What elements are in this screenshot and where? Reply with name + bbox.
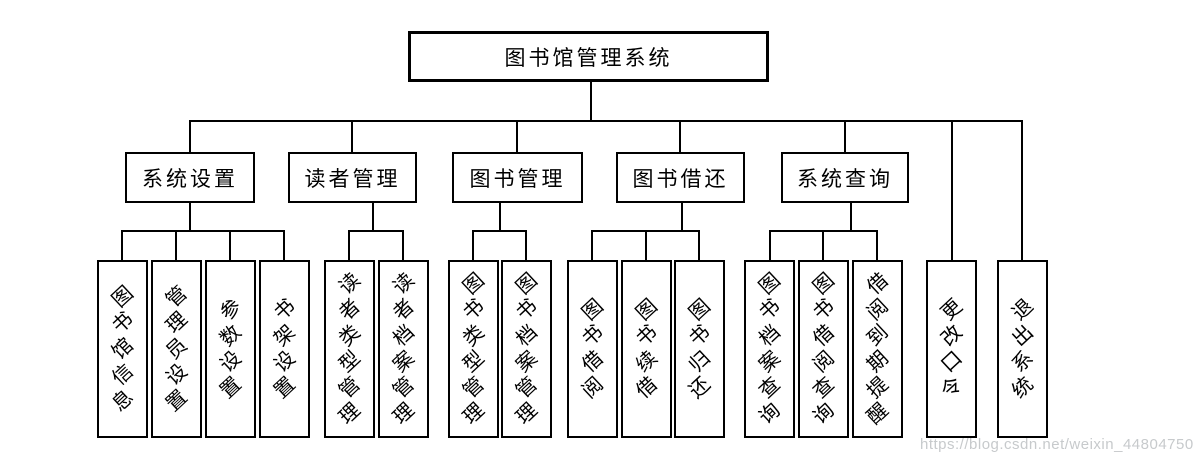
node-change-password: 更改口令 [926,260,977,438]
node-book-renew: 图书续借 [621,260,672,438]
standalone-column-line [951,120,953,261]
node-root-title: 图书馆管理系统 [408,31,769,82]
node-admin-settings: 管理员设置 [151,260,202,438]
leaf-stub-line [876,230,878,261]
leaf-stub-line [402,230,404,261]
node-due-reminder: 借阅到期提醒 [852,260,903,438]
level1-bar-line [190,120,1023,122]
branch-stub-line [516,120,518,153]
group-bar-line [121,230,285,232]
node-reader-type-management: 读者类型管理 [324,260,375,438]
node-library-info: 图书馆信息 [97,260,148,438]
node-book-archive-management: 图书档案管理 [501,260,552,438]
node-book-borrow: 图书借阅 [567,260,618,438]
leaf-stub-line [175,230,177,261]
root-stem-line [590,82,592,122]
group-bar-line [472,230,527,232]
group-bar-line [348,230,404,232]
csdn-watermark: https://blog.csdn.net/weixin_44804750 [920,436,1194,453]
standalone-column-line [1021,120,1023,261]
node-book-type-management: 图书类型管理 [448,260,499,438]
leaf-stub-line [229,230,231,261]
leaf-stub-line [591,230,593,261]
branch-stub-line [351,120,353,153]
node-system-settings: 系统设置 [125,152,255,203]
group-stem-line [189,203,191,232]
leaf-stub-line [525,230,527,261]
node-book-return: 图书归还 [674,260,725,438]
leaf-stub-line [645,230,647,261]
node-system-query: 系统查询 [781,152,909,203]
node-parameter-settings: 参数设置 [205,260,256,438]
node-reader-archive-management: 读者档案管理 [378,260,429,438]
node-book-management: 图书管理 [452,152,583,203]
branch-stub-line [844,120,846,153]
branch-stub-line [189,120,191,153]
node-book-borrow-query: 图书借阅查询 [798,260,849,438]
node-bookshelf-settings: 书架设置 [259,260,310,438]
group-stem-line [499,203,501,232]
node-book-archive-query: 图书档案查询 [744,260,795,438]
node-exit-system: 退出系统 [997,260,1048,438]
group-stem-line [850,203,852,232]
leaf-stub-line [283,230,285,261]
leaf-stub-line [769,230,771,261]
group-stem-line [681,203,683,232]
leaf-stub-line [348,230,350,261]
leaf-stub-line [698,230,700,261]
leaf-stub-line [121,230,123,261]
node-reader-management: 读者管理 [288,152,417,203]
node-borrow-return: 图书借还 [616,152,745,203]
branch-stub-line [679,120,681,153]
leaf-stub-line [822,230,824,261]
group-stem-line [372,203,374,232]
leaf-stub-line [472,230,474,261]
